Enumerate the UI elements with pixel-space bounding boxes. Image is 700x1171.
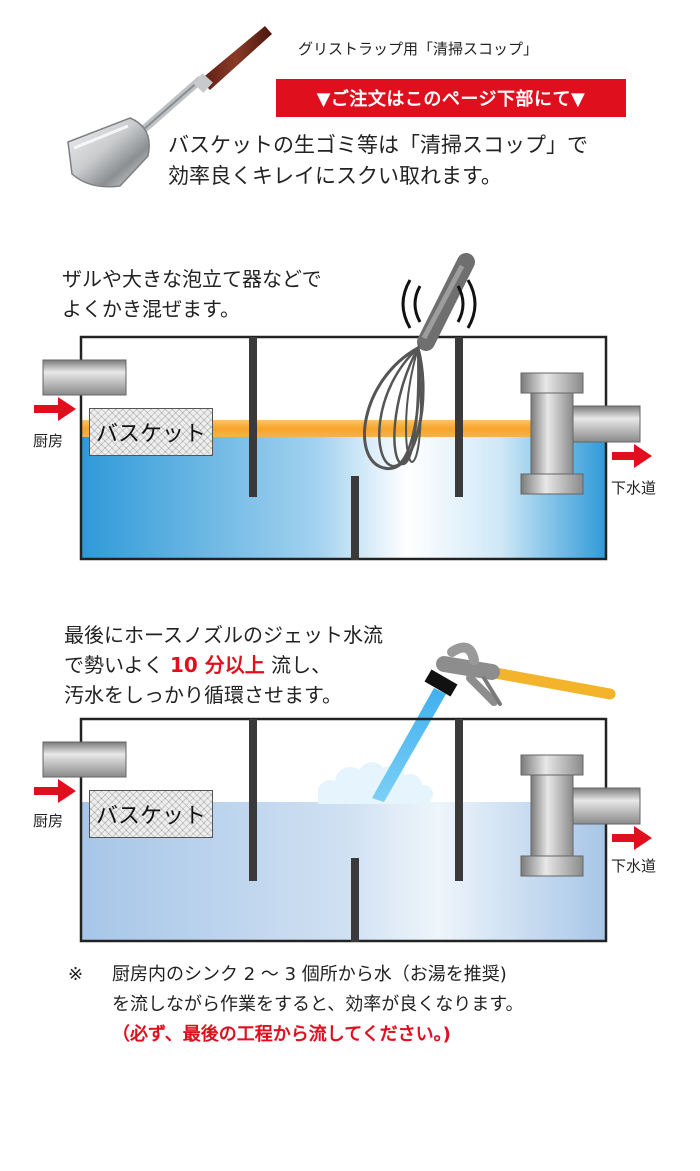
inflow-arrow-icon: [34, 779, 76, 803]
step2-line: で勢いよく 10 分以上 流し、: [64, 650, 383, 680]
hose-nozzle-icon: [424, 642, 616, 706]
water-jet: [372, 688, 446, 802]
usage-note: ※ 厨房内のシンク 2 ～ 3 個所から水（お湯を推奨) を流しながら作業をすると…: [68, 960, 523, 1050]
note-mark: ※: [68, 964, 84, 985]
outlet-pipe-flange: [520, 372, 584, 394]
step1-diagram: [34, 253, 652, 561]
inlet-pipe: [42, 359, 127, 396]
outlet-pipe-vertical: [530, 763, 574, 869]
baffle: [249, 719, 257, 881]
intro-text: バスケットの生ゴミ等は「清掃スコップ」で 効率良くキレイにスクい取れます。: [168, 130, 588, 192]
outlet-pipe-flange: [520, 855, 584, 877]
step2-line: 最後にホースノズルのジェット水流: [64, 623, 383, 647]
duration-highlight: 10 分以上: [169, 653, 265, 677]
inlet-label: 厨房: [33, 812, 64, 830]
baffle: [351, 476, 359, 560]
vibration-icon: [401, 279, 477, 329]
step1-line: ザルや大きな泡立て器などで: [62, 267, 322, 291]
cleaning-scoop-image: [67, 26, 272, 188]
step2-instructions: 最後にホースノズルのジェット水流 で勢いよく 10 分以上 流し、 汚水をしっか…: [64, 620, 383, 710]
whisk-icon: [363, 253, 475, 470]
step2-line-text: 流し、: [264, 653, 332, 677]
note-line: ※ 厨房内のシンク 2 ～ 3 個所から水（お湯を推奨): [68, 960, 523, 990]
outlet-pipe-vertical: [530, 381, 574, 487]
step2-line: 汚水をしっかり循環させます。: [64, 683, 342, 707]
grease-layer: [82, 420, 606, 437]
step1-instructions: ザルや大きな泡立て器などで よくかき混ぜます。: [62, 264, 322, 324]
grease-trap-tank: [79, 335, 608, 561]
outflow-arrow-icon: [612, 826, 652, 850]
intro-line: 効率良くキレイにスクい取れます。: [168, 164, 502, 188]
inlet-pipe: [42, 741, 127, 778]
note-text: 厨房内のシンク 2 ～ 3 個所から水（お湯を推奨): [112, 964, 507, 985]
inflow-arrow-icon: [34, 397, 76, 421]
outflow-arrow-icon: [612, 444, 652, 468]
outlet-pipe-flange: [520, 473, 584, 495]
outlet-pipe-flange: [520, 754, 584, 776]
note-line: を流しながら作業をすると、効率が良くなります。: [112, 994, 524, 1015]
baffle: [351, 858, 359, 942]
outlet-label: 下水道: [611, 857, 657, 875]
outlet-pipe: [565, 405, 641, 443]
outlet-label: 下水道: [611, 479, 657, 497]
step2-diagram: [34, 642, 652, 943]
step1-line: よくかき混ぜます。: [62, 297, 240, 321]
grease-trap-tank: [79, 717, 608, 943]
intro-line: バスケットの生ゴミ等は「清掃スコップ」で: [168, 133, 588, 157]
note-warning: （必ず、最後の工程から流してください。): [112, 1024, 451, 1045]
baffle: [455, 719, 463, 881]
step2-line-text: で勢いよく: [64, 653, 170, 677]
baffle: [249, 337, 257, 497]
baffle: [455, 337, 463, 497]
basket-label: バスケット: [89, 408, 213, 456]
product-tag: グリストラップ用「清掃スコップ」: [298, 40, 539, 58]
outlet-pipe: [565, 787, 641, 825]
order-banner-link[interactable]: ▼ご注文はこのページ下部にて▼: [276, 79, 626, 117]
inlet-label: 厨房: [33, 432, 64, 450]
basket-label: バスケット: [89, 790, 213, 838]
